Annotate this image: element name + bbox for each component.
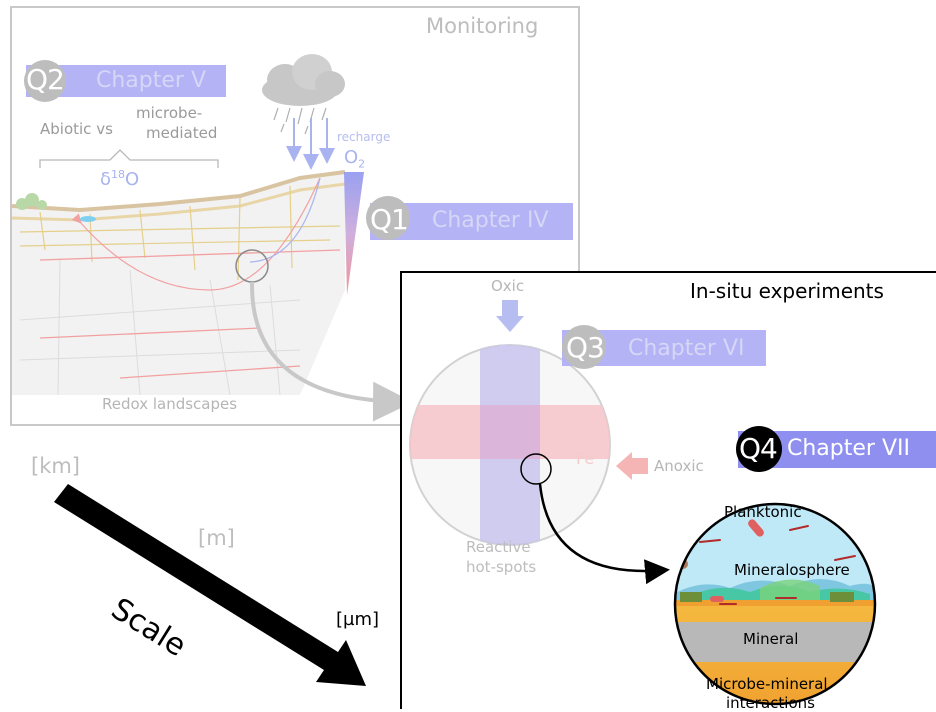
zoom-arrow-hotspot — [538, 483, 670, 585]
delta-18o-label: δ18O — [100, 169, 139, 189]
anoxic-label: Anoxic — [654, 457, 704, 475]
o2-sub-insitu: 2 — [509, 352, 516, 364]
scale-arrow — [54, 484, 366, 686]
recharge-arrows — [286, 118, 335, 170]
o2-sub: 2 — [358, 157, 366, 171]
q2-badge — [24, 60, 66, 102]
abiotic-line-b: microbe- — [136, 104, 203, 122]
monitoring-title: Monitoring — [426, 14, 539, 38]
q2-chapter: Chapter V — [96, 68, 206, 93]
o2-gradient-wedge — [344, 172, 364, 295]
q2-tag: Q2 — [26, 63, 65, 96]
insitu-title: In-situ experiments — [690, 279, 884, 303]
abiotic-brace — [39, 149, 219, 168]
q1-badge — [366, 196, 410, 240]
delta-element: O — [125, 169, 140, 190]
reactive-hotspot-circle — [409, 344, 611, 546]
q1-tag: Q1 — [370, 203, 409, 236]
scale-km-label: [km] — [31, 454, 81, 478]
planktonic-label: Planktonic — [724, 503, 802, 521]
delta-symbol: δ — [100, 169, 112, 190]
reactive-label-b: hot-spots — [466, 558, 537, 576]
reactive-label-a: Reactive — [466, 538, 531, 556]
oxic-arrow — [496, 300, 524, 332]
q4-tag: Q4 — [739, 432, 778, 465]
q4-badge — [736, 426, 782, 472]
redox-landscapes-label: Redox landscapes — [102, 395, 238, 413]
mineral-label: Mineral — [743, 630, 799, 648]
o2-label-monitoring: O2 — [344, 149, 365, 170]
anoxic-arrow — [616, 452, 648, 480]
o2-main-insitu: O — [497, 341, 510, 360]
zoom-arrow-landscape — [249, 281, 413, 422]
oxic-label: Oxic — [491, 277, 525, 295]
rain-cloud-icon — [262, 54, 345, 135]
recharge-label: recharge — [337, 130, 391, 144]
microbe-mineral-circle — [673, 502, 877, 706]
o2-main: O — [344, 147, 359, 168]
fe-label: Fe — [576, 449, 595, 468]
delta-mass: 18 — [111, 168, 126, 181]
o2-label-insitu: O2 — [497, 343, 516, 363]
caption-line-b: interactions — [726, 694, 815, 712]
q3-tag: Q3 — [566, 331, 605, 364]
abiotic-line-c: mediated — [146, 124, 218, 142]
q3-chapter: Chapter VI — [628, 336, 745, 361]
mineralosphere-label: Mineralosphere — [734, 561, 850, 579]
caption-line-a: Microbe-mineral — [706, 675, 828, 693]
zoom-circle-hotspot — [520, 453, 552, 485]
q4-chapter: Chapter VII — [787, 436, 910, 461]
abiotic-line-a: Abiotic vs — [40, 120, 113, 138]
q1-chapter: Chapter IV — [432, 208, 549, 233]
scale-um-label: [µm] — [336, 609, 380, 630]
scale-m-label: [m] — [198, 526, 235, 550]
q3-badge — [562, 325, 606, 369]
